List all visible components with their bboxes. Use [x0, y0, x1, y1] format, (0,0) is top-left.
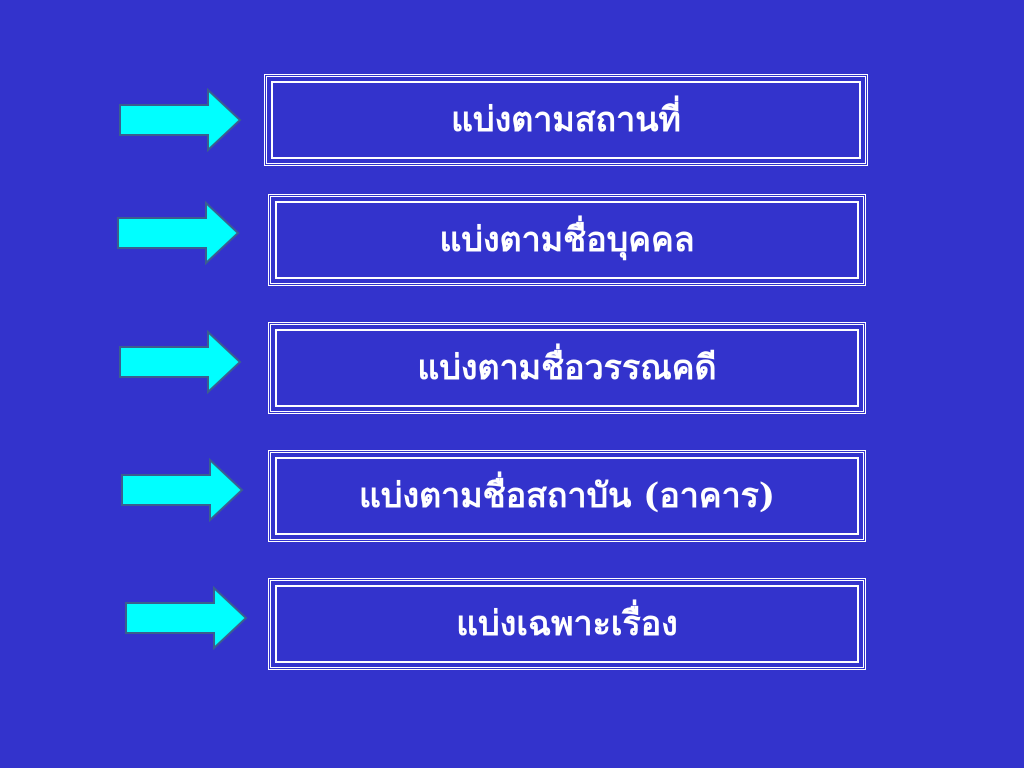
right-arrow-icon — [119, 330, 242, 394]
category-box-person: แบ่งตามชื่อบุคคล — [268, 194, 866, 286]
right-arrow-icon — [117, 201, 240, 265]
right-arrow-icon — [125, 586, 248, 650]
category-box-inner: แบ่งตามสถานที่ — [271, 81, 861, 159]
category-row-institution: แบ่งตามชื่อสถาบัน (อาคาร) — [0, 450, 1024, 542]
category-label-literature: แบ่งตามชื่อวรรณคดี — [417, 348, 717, 388]
category-label-institution: แบ่งตามชื่อสถาบัน (อาคาร) — [358, 476, 776, 516]
category-box-inner: แบ่งตามชื่อวรรณคดี — [275, 329, 859, 407]
category-box-location: แบ่งตามสถานที่ — [264, 74, 868, 166]
category-box-subject: แบ่งเฉพาะเรื่อง — [268, 578, 866, 670]
category-box-inner: แบ่งตามชื่อสถาบัน (อาคาร) — [275, 457, 859, 535]
category-row-location: แบ่งตามสถานที่ — [0, 74, 1024, 166]
category-box-inner: แบ่งตามชื่อบุคคล — [275, 201, 859, 279]
category-label-location: แบ่งตามสถานที่ — [451, 100, 681, 140]
category-label-subject: แบ่งเฉพาะเรื่อง — [456, 604, 678, 644]
category-row-literature: แบ่งตามชื่อวรรณคดี — [0, 322, 1024, 414]
category-box-inner: แบ่งเฉพาะเรื่อง — [275, 585, 859, 663]
category-label-person: แบ่งตามชื่อบุคคล — [439, 220, 695, 260]
category-row-subject: แบ่งเฉพาะเรื่อง — [0, 578, 1024, 670]
category-box-literature: แบ่งตามชื่อวรรณคดี — [268, 322, 866, 414]
right-arrow-icon — [121, 458, 244, 522]
category-box-institution: แบ่งตามชื่อสถาบัน (อาคาร) — [268, 450, 866, 542]
right-arrow-icon — [119, 88, 242, 152]
category-row-person: แบ่งตามชื่อบุคคล — [0, 194, 1024, 286]
